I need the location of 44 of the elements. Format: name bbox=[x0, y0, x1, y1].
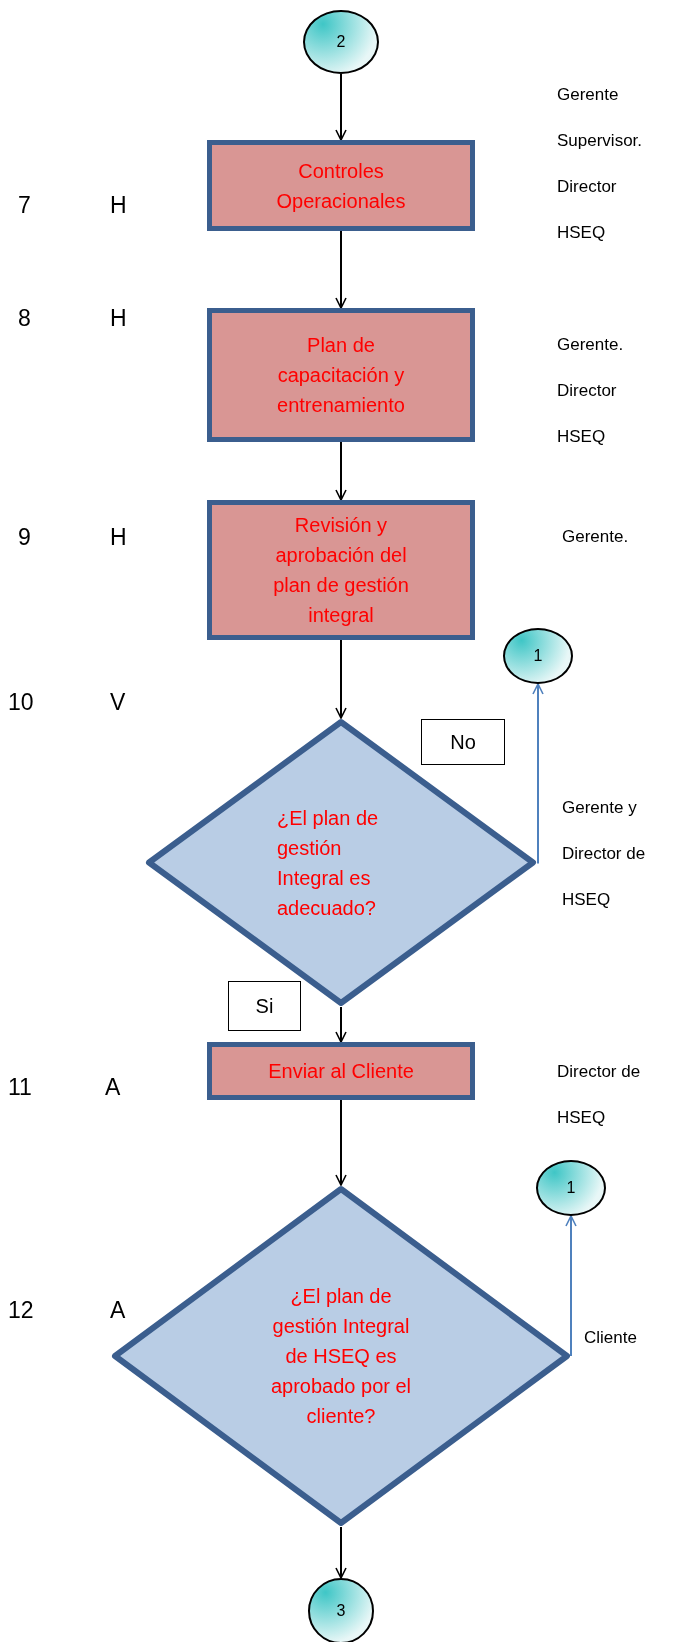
row-marker: A bbox=[110, 1296, 126, 1324]
role-text: Gerente Supervisor. Director HSEQ bbox=[557, 84, 644, 244]
edge-label: No bbox=[421, 719, 505, 765]
row-marker: 9 bbox=[18, 523, 31, 551]
arrow bbox=[335, 73, 347, 141]
arrow bbox=[565, 1215, 577, 1357]
role-text: Gerente. bbox=[562, 526, 630, 548]
arrow bbox=[335, 639, 347, 719]
arrow bbox=[335, 1526, 347, 1579]
node-label: ¿El plan de gestión Integral es adecuado? bbox=[277, 806, 379, 919]
node-label: Revisión y aprobación del plan de gestión integral bbox=[272, 513, 410, 628]
role-text: Gerente. Director HSEQ bbox=[557, 334, 625, 448]
node-label: 3 bbox=[336, 1601, 346, 1621]
node-label: 1 bbox=[566, 1178, 576, 1198]
row-marker: H bbox=[110, 304, 127, 332]
row-marker: H bbox=[110, 523, 127, 551]
node-label: ¿El plan de gestión Integral de HSEQ es aprobado por el cliente? bbox=[270, 1285, 412, 1427]
role-text: Cliente bbox=[584, 1327, 638, 1349]
edge-label: Si bbox=[228, 981, 301, 1031]
process-box bbox=[207, 308, 475, 442]
process-box bbox=[207, 140, 475, 231]
row-marker: 7 bbox=[18, 191, 31, 219]
row-marker: 12 bbox=[8, 1296, 34, 1324]
process-box bbox=[207, 1042, 475, 1100]
row-marker: 10 bbox=[8, 688, 34, 716]
arrow bbox=[335, 1006, 347, 1043]
node-label: Controles Operacionales bbox=[275, 158, 407, 214]
row-marker: A bbox=[105, 1073, 121, 1101]
process-box bbox=[207, 500, 475, 640]
arrow bbox=[532, 683, 544, 864]
arrow bbox=[335, 1099, 347, 1186]
role-text: Director de HSEQ bbox=[557, 1061, 642, 1129]
row-marker: V bbox=[110, 688, 126, 716]
node-label: Plan de capacitación y entrenamiento bbox=[276, 333, 406, 418]
row-marker: H bbox=[110, 191, 127, 219]
row-marker: 11 bbox=[8, 1073, 32, 1101]
arrow bbox=[335, 230, 347, 309]
node-label: Enviar al Cliente bbox=[268, 1059, 414, 1084]
connector-circle bbox=[308, 1578, 374, 1642]
role-text: Gerente y Director de HSEQ bbox=[562, 797, 647, 911]
arrow bbox=[335, 441, 347, 501]
row-marker: 8 bbox=[18, 304, 31, 332]
node-label: 2 bbox=[336, 32, 346, 52]
node-label: 1 bbox=[533, 646, 543, 666]
